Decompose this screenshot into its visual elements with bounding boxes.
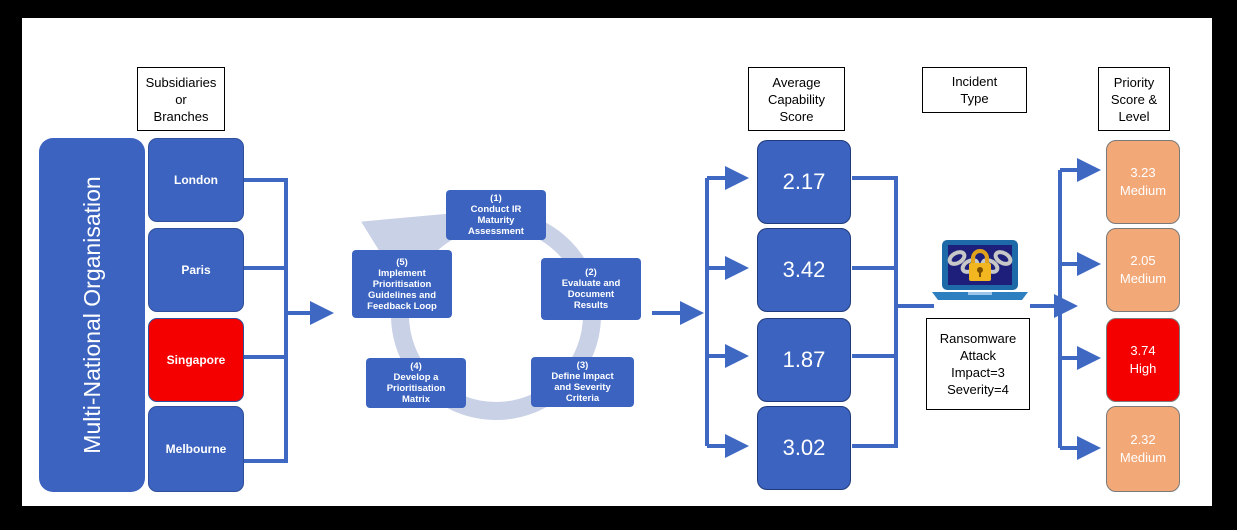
capability-score-header: Average Capability Score	[748, 67, 845, 131]
capability-score-london: 2.17	[757, 140, 851, 224]
branch-paris: Paris	[148, 228, 244, 312]
cycle-step-3: (3) Define Impact and Severity Criteria	[531, 357, 634, 407]
branch-bracket	[244, 178, 334, 463]
ransomware-laptop-icon	[932, 240, 1028, 300]
incident-type-header: Incident Type	[922, 67, 1027, 113]
priority-header: Priority Score & Level	[1098, 67, 1170, 131]
cycle-step-2: (2) Evaluate and Document Results	[541, 258, 641, 320]
incident-description: Ransomware Attack Impact=3 Severity=4	[926, 318, 1030, 410]
branch-singapore: Singapore	[148, 318, 244, 402]
score-fanout	[652, 166, 749, 458]
priority-level-singapore: 3.74 High	[1106, 318, 1180, 402]
branch-london: London	[148, 138, 244, 222]
priority-fanout	[1030, 158, 1101, 460]
priority-level-london: 3.23 Medium	[1106, 140, 1180, 224]
capability-score-melbourne: 3.02	[757, 406, 851, 490]
cycle-step-5: (5) Implement Prioritisation Guidelines …	[352, 250, 452, 318]
branch-melbourne: Melbourne	[148, 406, 244, 492]
capability-score-paris: 3.42	[757, 228, 851, 312]
incident-bracket	[852, 176, 934, 448]
priority-level-melbourne: 2.32 Medium	[1106, 406, 1180, 492]
capability-score-singapore: 1.87	[757, 318, 851, 402]
cycle-step-1: (1) Conduct IR Maturity Assessment	[446, 190, 546, 240]
subsidiaries-header: Subsidiaries or Branches	[137, 67, 225, 131]
priority-level-paris: 2.05 Medium	[1106, 228, 1180, 312]
cycle-step-4: (4) Develop a Prioritisation Matrix	[366, 358, 466, 408]
organisation-bar: Multi-National Organisation	[39, 138, 145, 492]
